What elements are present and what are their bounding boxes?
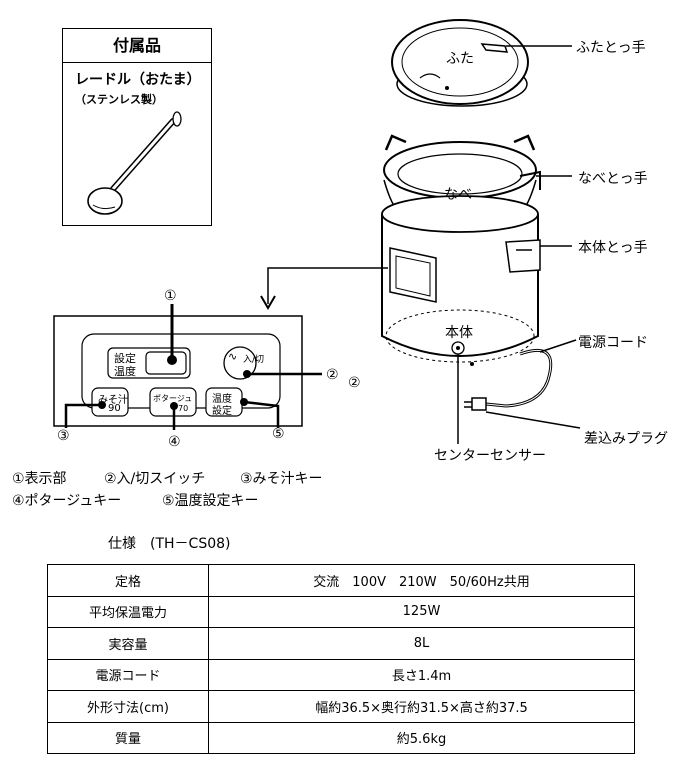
label-body-handle: 本体とっ手 (578, 240, 648, 256)
table-row: 電源コード 長さ1.4m (47, 658, 635, 691)
callout-5: ⑤ (272, 426, 285, 442)
spec-label: 実容量 (47, 627, 209, 660)
callout-1: ① (164, 288, 177, 304)
miso-key-label-line1: みそ汁 (98, 395, 128, 406)
label-lid-handle: ふたとっ手 (576, 40, 646, 56)
spec-value: 長さ1.4m (208, 658, 635, 691)
accessory-item-material: （ステンレス製） (75, 93, 163, 106)
spec-label: 質量 (47, 721, 209, 754)
potage-key-label-line1: ポタージュ (153, 394, 193, 403)
spec-title: 仕様 (TH－CS08) (108, 536, 231, 552)
power-cord-illustration (464, 348, 553, 411)
temp-key-label-line1: 温度 (212, 394, 232, 405)
legend-5: ⑤温度設定キー (162, 493, 259, 509)
callout-4: ④ (168, 434, 181, 450)
legend-4: ④ポタージュキー (12, 493, 122, 509)
callout-2b: ② (348, 375, 361, 391)
callout-2a: ② (326, 367, 339, 383)
spec-label: 電源コード (47, 658, 209, 691)
accessory-title: 付属品 (63, 29, 211, 63)
label-body: 本体 (445, 325, 473, 341)
table-row: 定格 交流 100V 210W 50/60Hz共用 (47, 564, 635, 597)
power-switch-label: 入/切 (243, 355, 265, 365)
legend-3: ③みそ汁キー (240, 471, 323, 487)
table-row: 平均保温電力 125W (47, 595, 635, 628)
lid-illustration (391, 19, 529, 107)
legend-1: ①表示部 (12, 471, 67, 487)
spec-label: 平均保温電力 (47, 595, 209, 628)
miso-key-label-line2: 90 (108, 403, 121, 414)
legend-2: ②入/切スイッチ (104, 471, 206, 487)
spec-value: 8L (208, 627, 635, 660)
callout-3: ③ (57, 428, 70, 444)
label-plug: 差込みプラグ (584, 431, 668, 447)
control-panel-illustration (53, 304, 322, 430)
spec-value: 約5.6kg (208, 721, 635, 754)
product-illustration (260, 19, 581, 444)
table-row: 質量 約5.6kg (47, 721, 635, 754)
label-pot: なべ (444, 187, 472, 203)
label-pot-handle: なべとっ手 (578, 171, 648, 187)
spec-value: 125W (208, 595, 635, 628)
temp-key-label-line2: 設定 (212, 406, 232, 417)
table-row: 実容量 8L (47, 627, 635, 660)
spec-label: 外形寸法(cm) (47, 690, 209, 723)
label-center-sensor: センターセンサー (434, 448, 546, 464)
potage-key-label-line2: 70 (178, 404, 189, 413)
body-illustration (381, 195, 541, 366)
accessory-box: 付属品 レードル（おたま） （ステンレス製） (62, 28, 212, 226)
accessory-item: レードル（おたま） (75, 72, 201, 88)
spec-value: 幅約36.5×奥行約31.5×高さ約37.5 (208, 690, 635, 723)
spec-label: 定格 (47, 564, 209, 597)
spec-value: 交流 100V 210W 50/60Hz共用 (208, 564, 635, 597)
display-label-line2: 温度 (114, 365, 136, 378)
display-label-line1: 設定 (114, 352, 136, 365)
power-switch-symbol: ∿ (228, 350, 238, 363)
label-lid: ふた (446, 51, 474, 67)
ladle-illustration (87, 111, 182, 215)
label-power-cord: 電源コード (578, 335, 648, 351)
table-row: 外形寸法(cm) 幅約36.5×奥行約31.5×高さ約37.5 (47, 690, 635, 723)
spec-table: 定格 交流 100V 210W 50/60Hz共用 平均保温電力 125W 実容… (47, 564, 635, 754)
